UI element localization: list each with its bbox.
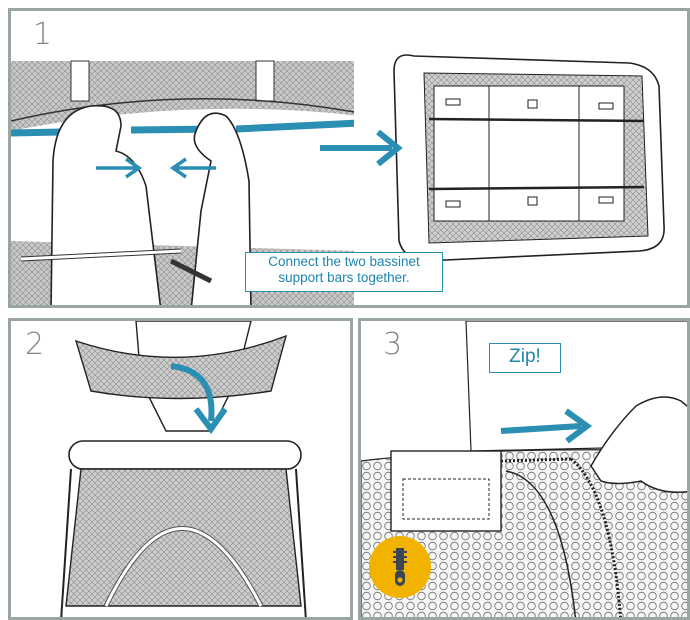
step-number: 2	[25, 327, 44, 362]
zip-label: Zip!	[489, 343, 561, 373]
step-2-panel: 2	[8, 318, 353, 620]
caption-line-2: support bars together.	[250, 270, 438, 286]
step-number: 1	[33, 17, 52, 52]
bassinet-insert-illustration	[11, 321, 353, 620]
step-3-panel: 3 Zip!	[358, 318, 690, 620]
zipper-icon	[369, 536, 431, 598]
step-1-caption: Connect the two bassinet support bars to…	[245, 252, 443, 292]
step-number: 3	[383, 327, 402, 362]
caption-line-1: Connect the two bassinet	[250, 254, 438, 270]
